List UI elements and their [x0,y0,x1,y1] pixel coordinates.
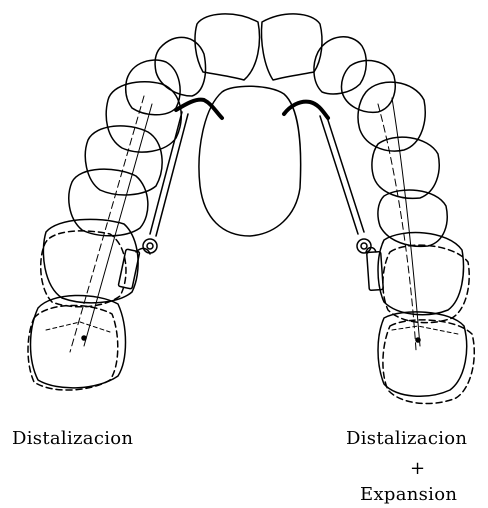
tooth-canine-right [341,61,395,113]
label-distalizacion-left: Distalizacion [12,428,133,449]
tooth-right-molar-2-shadow [383,320,474,404]
tooth-right-molar-1-shadow [383,245,469,323]
right-posterior-teeth [358,82,474,403]
tooth-left-premolar-1 [106,82,181,152]
label-distalizacion-right: Distalizacion [346,428,467,449]
left-guide-line-2 [70,96,144,352]
tooth-lateral-incisor-right [314,37,366,94]
distalizer-springs [118,112,383,290]
tooth-left-molar-2 [31,295,126,387]
right-reference-point [416,338,420,342]
tooth-central-incisor-left [195,14,259,80]
left-spring-coil [143,239,157,253]
left-palatal-wire [176,100,222,118]
tooth-left-molar-2-shadow [28,305,118,390]
tooth-left-premolar-3 [69,169,148,236]
right-molar-groove [392,326,458,334]
tooth-right-premolar-2 [372,137,439,198]
tooth-canine-left [126,60,180,115]
tooth-central-incisor-right [261,14,322,80]
label-expansion: Expansion [360,484,457,505]
left-spring-arm-1 [150,112,182,234]
right-spring-arm-2 [326,114,364,232]
tooth-left-premolar-2 [85,126,162,195]
label-plus-sign: + [410,458,425,479]
palatal-appliance [176,86,328,236]
left-molar-tube [118,249,140,289]
right-spring-arm-1 [320,116,358,234]
anterior-teeth [126,14,396,115]
left-reference-point [82,336,86,340]
left-posterior-teeth [28,82,181,390]
right-guide-line-1 [392,98,420,346]
right-molar-tube [367,252,384,291]
left-spring-coil-inner [147,243,153,249]
right-spring-coil-inner [361,243,367,249]
tooth-right-premolar-1 [358,82,425,151]
right-spring-coil [357,239,371,253]
